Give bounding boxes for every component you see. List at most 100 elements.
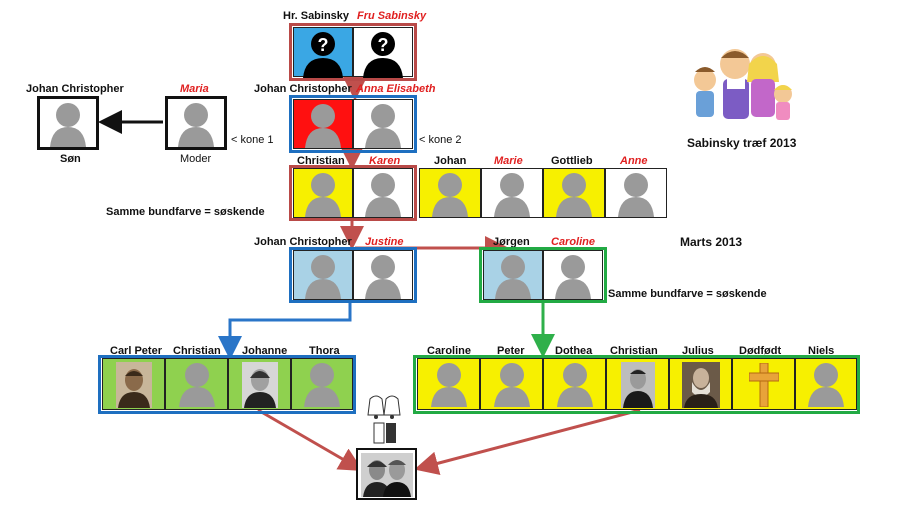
couple-photo-icon: [360, 453, 413, 497]
son-name: Johan Christopher: [26, 83, 124, 95]
gen3-justine-portrait[interactable]: [353, 250, 413, 300]
gen2-gottlieb-portrait[interactable]: [543, 168, 605, 218]
sibling-note-2: Samme bundfarve = søskende: [608, 288, 767, 300]
gen4-peter-portrait[interactable]: [480, 358, 543, 410]
person-silhouette-icon: [305, 104, 341, 148]
person-silhouette-icon: [365, 104, 401, 148]
arrow-left-to-couple: [257, 408, 364, 472]
person-silhouette-icon: [430, 363, 467, 407]
question-mark-silhouette-icon: ?: [363, 32, 403, 78]
gen2-johan-portrait[interactable]: [419, 168, 481, 218]
svg-text:?: ?: [378, 35, 389, 55]
gen3-left-couple-frame: [289, 247, 417, 303]
gen4-carl-peter-portrait[interactable]: [102, 358, 165, 410]
gen4-right-name-2: Dothea: [555, 345, 593, 357]
son-role: Søn: [60, 153, 81, 165]
gen4-left-name-2: Johanne: [242, 345, 288, 357]
gen4-christian-portrait[interactable]: [165, 358, 228, 410]
person-silhouette-icon: [178, 363, 215, 407]
gen3-johan-christopher-portrait[interactable]: [293, 250, 353, 300]
maria-portrait[interactable]: [165, 96, 227, 150]
gen2-name-4: Gottlieb: [551, 155, 593, 167]
gen1-mother-portrait[interactable]: [353, 99, 413, 149]
portrait-photo-icon: [115, 362, 152, 408]
gen2-name-3: Marie: [494, 155, 523, 167]
gen3-right-father-name: Jørgen: [493, 236, 530, 248]
gen1-father-portrait[interactable]: [293, 99, 353, 149]
person-silhouette-icon: [178, 103, 214, 147]
gen2-name-2: Johan: [434, 155, 467, 167]
gen0-mother-name: Fru Sabinsky: [357, 10, 427, 22]
person-silhouette-icon: [304, 363, 340, 407]
gen2-karen-portrait[interactable]: [353, 168, 413, 218]
gen4-dodfodt-cell[interactable]: [732, 358, 795, 410]
gen0-couple-frame: [289, 23, 417, 81]
person-silhouette-icon: [495, 255, 531, 299]
gen3-caroline-portrait[interactable]: [543, 250, 603, 300]
gen3-jorgen-portrait[interactable]: [483, 250, 543, 300]
gen4-caroline-portrait[interactable]: [417, 358, 480, 410]
son-portrait[interactable]: [37, 96, 99, 150]
date-label: Marts 2013: [680, 235, 743, 249]
kone-2-label: < kone 2: [419, 134, 462, 146]
gen1-father-name: Johan Christopher: [254, 83, 352, 95]
person-silhouette-icon: [50, 103, 86, 147]
gen2-marie-portrait[interactable]: [481, 168, 543, 218]
portrait-photo-icon: [241, 362, 278, 408]
arrow-right-to-couple: [414, 408, 641, 476]
wedding-bells-icon: [367, 395, 401, 444]
gen4-right-name-1: Peter: [497, 345, 525, 357]
question-mark-silhouette-icon: ?: [303, 32, 343, 78]
gen2-couple-frame: [289, 165, 417, 221]
gen4-dothea-portrait[interactable]: [543, 358, 606, 410]
gen4-left-name-1: Christian: [173, 345, 221, 357]
gen3-left-mother-name: Justine: [365, 236, 404, 248]
gen4-left-frame: [98, 355, 356, 414]
person-silhouette-icon: [493, 363, 530, 407]
gen4-johanne-portrait[interactable]: [228, 358, 291, 410]
gen4-right-name-6: Niels: [808, 345, 835, 357]
svg-text:?: ?: [318, 35, 329, 55]
gen0-father-name: Hr. Sabinsky: [283, 10, 350, 22]
couple-photo[interactable]: [356, 448, 417, 500]
gen3-right-couple-frame: [479, 247, 607, 303]
kone-1-label: < kone 1: [231, 134, 274, 146]
arrow-left-family: [218, 300, 352, 360]
maria-name: Maria: [180, 83, 209, 95]
maria-role: Moder: [180, 153, 212, 165]
person-silhouette-icon: [808, 363, 844, 407]
gen4-niels-portrait[interactable]: [795, 358, 857, 410]
person-silhouette-icon: [432, 173, 468, 217]
person-silhouette-icon: [305, 173, 341, 217]
person-silhouette-icon: [555, 255, 591, 299]
person-silhouette-icon: [618, 173, 654, 217]
gen4-right-name-3: Christian: [610, 345, 658, 357]
gen2-name-1: Karen: [369, 155, 401, 167]
gen2-name-0: Christian: [297, 155, 345, 167]
person-silhouette-icon: [556, 363, 593, 407]
gen4-thora-portrait[interactable]: [291, 358, 353, 410]
gen0-mother-portrait[interactable]: ?: [353, 27, 413, 78]
gen4-right-name-5: Dødfødt: [739, 345, 782, 357]
gen1-mother-name: Anna Elisabeth: [356, 83, 436, 95]
cross-icon: [748, 363, 779, 407]
gen2-name-5: Anne: [620, 155, 648, 167]
portrait-photo-icon: [620, 362, 655, 408]
gen4-left-name-0: Carl Peter: [110, 345, 162, 357]
gen2-anne-portrait[interactable]: [605, 168, 667, 218]
person-silhouette-icon: [365, 173, 401, 217]
gen4-christian-right-portrait[interactable]: [606, 358, 669, 410]
gen4-right-frame: [413, 355, 860, 414]
person-silhouette-icon: [365, 255, 401, 299]
portrait-photo-icon: [681, 362, 720, 408]
sibling-note-1: Samme bundfarve = søskende: [106, 206, 265, 218]
gen4-julius-portrait[interactable]: [669, 358, 732, 410]
gen0-father-portrait[interactable]: ?: [293, 27, 353, 78]
person-silhouette-icon: [494, 173, 530, 217]
person-silhouette-icon: [556, 173, 592, 217]
person-silhouette-icon: [305, 255, 341, 299]
family-cartoon-icon: [694, 49, 792, 120]
gen3-left-father-name: Johan Christopher: [254, 236, 352, 248]
gen4-right-name-0: Caroline: [427, 345, 472, 357]
gen2-christian-portrait[interactable]: [293, 168, 353, 218]
